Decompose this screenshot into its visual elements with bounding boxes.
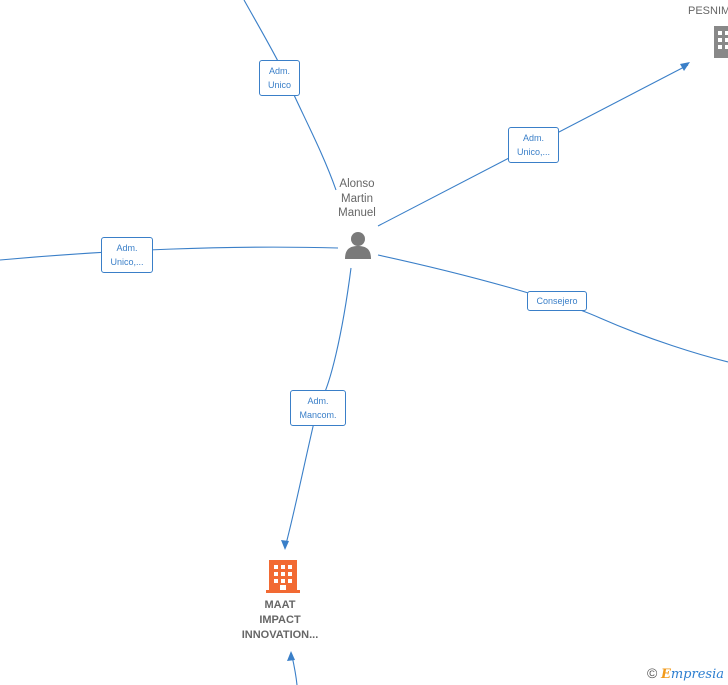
person-icon[interactable] <box>345 232 371 259</box>
edge-bottom-arrowhead <box>281 540 289 550</box>
person-name-line: Alonso <box>339 178 375 190</box>
edge-label-line: Unico <box>267 80 291 90</box>
brand-logo-initial: E <box>660 667 671 682</box>
building-icon-main[interactable] <box>266 560 300 593</box>
edge-label-line: Adm. <box>116 243 138 253</box>
edge-label-line: Mancom. <box>299 410 337 420</box>
company-top-right-label[interactable]: PESNIM <box>688 5 728 17</box>
edge-label-line: Unico,... <box>110 257 144 267</box>
brand-logo[interactable]: Empresia <box>661 667 724 682</box>
edge-right <box>377 254 728 363</box>
edge-label-line: Adm. <box>307 396 329 406</box>
company-main-label[interactable]: MAAT IMPACT INNOVATION... <box>225 598 335 643</box>
copyright-footer: © Empresia <box>647 665 724 682</box>
edge-label-bottom[interactable]: Adm. Mancom. <box>290 390 346 426</box>
edge-label-line: Consejero <box>536 296 578 306</box>
person-name-line: Martin <box>341 192 373 205</box>
person-name-line: Manuel <box>338 207 376 219</box>
person-name-label[interactable]: Alonso Martin Manuel <box>322 177 392 221</box>
edge-left <box>0 246 339 261</box>
edge-label-top-right[interactable]: Adm. Unico,... <box>508 127 559 163</box>
edge-incoming-arrowhead <box>287 651 295 661</box>
edge-label-line: Adm. <box>522 133 544 143</box>
company-name-line: MAAT <box>264 599 296 611</box>
edge-label-line: Unico,... <box>516 147 550 157</box>
building-icon-top-right[interactable] <box>714 26 728 58</box>
company-name-line: INNOVATION... <box>241 629 319 641</box>
edge-label-left[interactable]: Adm. Unico,... <box>101 237 153 273</box>
edge-label-top[interactable]: Adm. Unico <box>259 60 300 96</box>
edge-top-right-arrowhead <box>680 62 690 71</box>
edge-incoming-bottom <box>291 655 298 685</box>
edge-label-line: Adm. <box>268 66 290 76</box>
brand-logo-text: mpresia <box>670 667 724 682</box>
copyright-symbol: © <box>646 665 658 681</box>
edge-label-right[interactable]: Consejero <box>527 291 587 311</box>
company-name-line: IMPACT <box>259 614 301 626</box>
